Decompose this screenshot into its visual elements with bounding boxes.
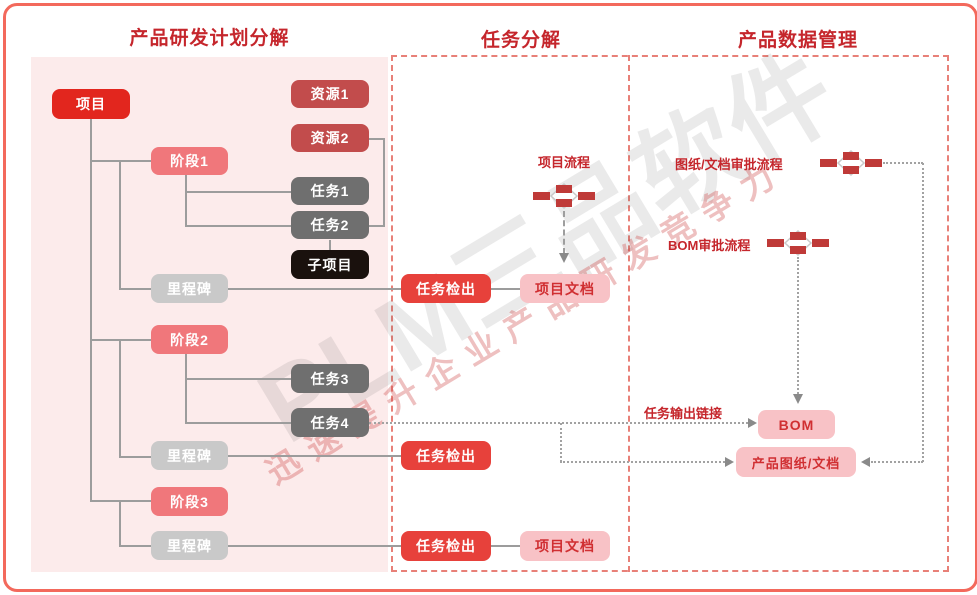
connector-checkout3-doc [491, 545, 520, 547]
project-doc-2: 项目文档 [520, 531, 610, 561]
node-milestone-3: 里程碑 [151, 531, 228, 560]
connector-drawingflow-drop [922, 163, 924, 462]
arrow-into-bom [748, 418, 757, 428]
connector-task4-doc-drop [560, 423, 562, 462]
connector-task4-branch [185, 422, 291, 424]
connector-milestone2-branch [119, 456, 151, 458]
connector-stage1-tasks-drop [185, 175, 187, 226]
bom-approval-flow-icon [767, 229, 829, 257]
connector-to-product-doc-dotted [560, 461, 725, 463]
node-stage-2: 阶段2 [151, 325, 228, 354]
drawing-approval-flow-label: 图纸/文档审批流程 [675, 157, 783, 172]
node-milestone-2: 里程碑 [151, 441, 228, 470]
arrow-into-product-doc-left [725, 457, 734, 467]
product-drawing-doc-box: 产品图纸/文档 [736, 447, 856, 477]
connector-group2-drop [119, 339, 121, 457]
header-plan-decomposition: 产品研发计划分解 [129, 28, 290, 49]
connector-resource2-out [369, 138, 385, 140]
connector-drawingflow-in [871, 461, 923, 463]
connector-task4-bom-dotted [369, 422, 748, 424]
node-task-4: 任务4 [291, 408, 369, 437]
node-task-1: 任务1 [291, 177, 369, 205]
connector-drawingflow-out [883, 162, 923, 164]
node-milestone-1: 里程碑 [151, 274, 228, 303]
connector-resource2-task2-drop [383, 138, 385, 227]
node-resource-1: 资源1 [291, 80, 369, 108]
connector-projectflow-doc-dashed [563, 211, 565, 254]
task-output-link-label: 任务输出链接 [644, 406, 723, 421]
arrow-into-product-doc-right [861, 457, 870, 467]
connector-checkout1-doc [491, 288, 520, 290]
workflow-dashed-border [391, 55, 949, 572]
connector-task2-subproject [329, 240, 331, 251]
connector-group3-drop [119, 500, 121, 546]
project-flow-icon [533, 182, 595, 210]
node-task-3: 任务3 [291, 364, 369, 393]
connector-milestone2-checkout [228, 455, 401, 457]
node-resource-2: 资源2 [291, 124, 369, 152]
connector-stage2-tasks-drop [185, 354, 187, 424]
connector-group1-drop [119, 160, 121, 289]
connector-task2-branch [185, 225, 291, 227]
project-flow-label: 项目流程 [537, 155, 590, 170]
connector-milestone1-branch [119, 288, 151, 290]
connector-task3-branch [185, 378, 291, 380]
task-pdm-divider [628, 55, 630, 572]
bom-box: BOM [758, 410, 835, 439]
node-task-2: 任务2 [291, 211, 369, 239]
node-stage-1: 阶段1 [151, 147, 228, 175]
connector-bomflow-drop [797, 257, 799, 394]
node-stage-3: 阶段3 [151, 487, 228, 516]
task-checkout-1: 任务检出 [401, 274, 491, 303]
connector-trunk [90, 119, 92, 502]
connector-task1-branch [185, 191, 291, 193]
task-checkout-2: 任务检出 [401, 441, 491, 470]
bom-approval-flow-label: BOM审批流程 [668, 238, 751, 253]
connector-milestone1-checkout [228, 288, 401, 290]
task-checkout-3: 任务检出 [401, 531, 491, 561]
diagram-canvas: PLM三品软件 迅速提升企业产品研发竞争力 产品研发计划分解 任务分解 产品数据… [3, 3, 977, 592]
arrow-into-bom-top [793, 394, 803, 404]
connector-milestone3-checkout [228, 545, 401, 547]
project-doc-1: 项目文档 [520, 274, 610, 303]
header-task-decomposition: 任务分解 [480, 30, 561, 51]
connector-resource2-task2-in [369, 225, 385, 227]
node-project: 项目 [52, 89, 130, 119]
connector-milestone3-branch [119, 545, 151, 547]
arrow-into-project-doc [559, 253, 569, 263]
drawing-approval-flow-icon [820, 149, 882, 177]
header-product-data-management: 产品数据管理 [737, 30, 858, 51]
node-subproject: 子项目 [291, 250, 369, 279]
